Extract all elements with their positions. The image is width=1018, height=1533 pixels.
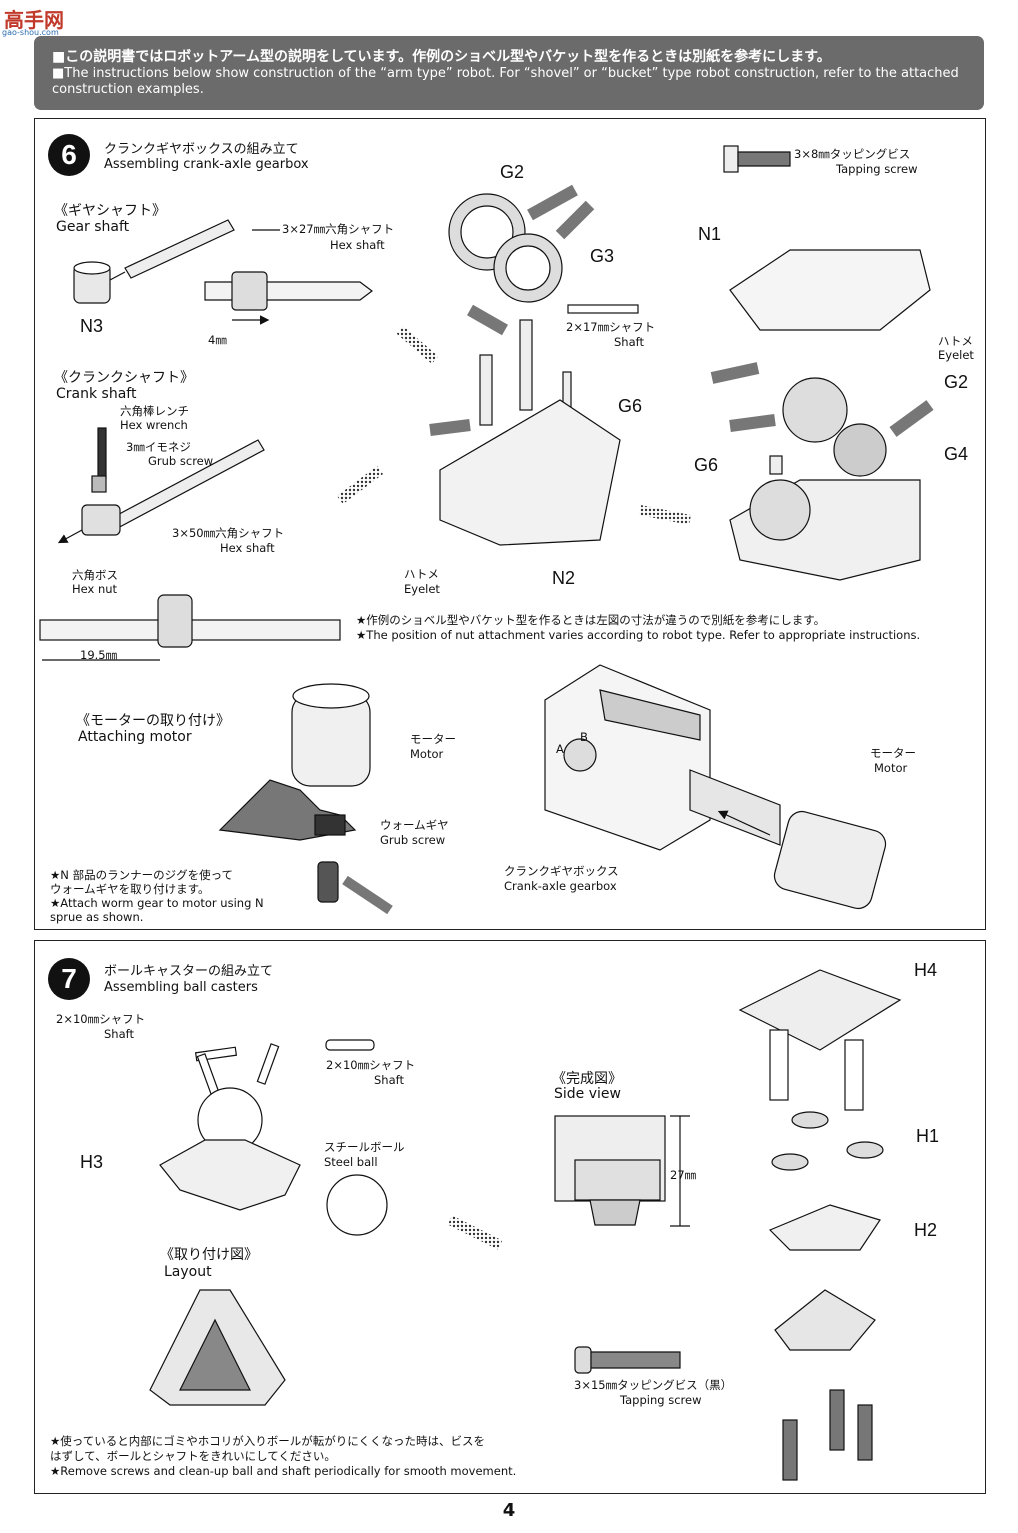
hex-nut-label-en: Hex nut [72, 582, 118, 596]
motor-note-line-2: ウォームギヤを取り付けます。 [50, 882, 210, 896]
crank-shaft-illustration [39, 427, 341, 661]
watermark-logo: 高手网 [4, 8, 64, 32]
crank-gearbox-label-jp: クランクギヤボックス [504, 864, 619, 878]
side-view-heading-jp: 《完成図》 [552, 1071, 622, 1087]
shaft-10-label-jp-right: 2×10㎜シャフト [326, 1058, 416, 1072]
grub-screw-label-jp: 3㎜イモネジ [126, 440, 191, 454]
part-g6-label-right: G6 [694, 455, 719, 475]
eyelet-label-en-center: Eyelet [404, 582, 440, 596]
maintenance-note-line-1: ★使っていると内部にゴミやホコリが入りボールが転がりにくくなった時は、ビスを [50, 1434, 486, 1448]
hex-shaft-50-label-en: Hex shaft [220, 541, 275, 555]
grub-screw-label-en: Grub screw [148, 454, 214, 468]
steel-ball-label-en: Steel ball [324, 1155, 378, 1169]
step-7-title-jp: ボールキャスターの組み立て [104, 964, 274, 979]
dim-4mm-label: 4㎜ [208, 333, 227, 347]
motor-note-line-3: ★Attach worm gear to motor using N [50, 896, 264, 910]
tapping-15-label-jp: 3×15㎜タッピングビス（黒） [574, 1378, 733, 1392]
part-h1-label: H1 [916, 1126, 940, 1146]
shaft-10-label-en-left: Shaft [104, 1027, 134, 1041]
part-g2-label: G2 [500, 162, 525, 182]
part-h2-label: H2 [914, 1220, 938, 1240]
motor-label-jp-right: モーター [870, 746, 916, 760]
hex-shaft-27-label-jp: 3×27㎜六角シャフト [282, 222, 395, 236]
part-g4-label: G4 [944, 444, 969, 464]
step-7-title-en: Assembling ball casters [104, 980, 258, 995]
gearbox-letter-b: B [580, 730, 588, 744]
side-view-heading-en: Side view [554, 1086, 621, 1102]
motor-note-line-4: sprue as shown. [50, 910, 144, 924]
gear-shaft-heading-en: Gear shaft [56, 219, 130, 235]
eyelet-label-jp-right: ハトメ [938, 334, 973, 348]
step-7-panel [34, 940, 986, 1494]
attach-motor-heading-en: Attaching motor [78, 729, 192, 745]
hex-nut-label-jp: 六角ボス [72, 568, 118, 582]
part-g6-label-center: G6 [618, 396, 643, 416]
gearbox-assembly-illustration [710, 145, 934, 581]
crank-gearbox-label-en: Crank-axle gearbox [504, 879, 617, 893]
shaft-17-label-en: Shaft [614, 335, 644, 349]
part-h4-label: H4 [914, 960, 938, 980]
dim-19-5-label: 19.5㎜ [80, 648, 118, 662]
part-n1-label: N1 [698, 224, 722, 244]
steel-ball-label-jp: スチールボール [324, 1140, 405, 1154]
gear-shaft-heading-jp: 《ギヤシャフト》 [54, 203, 166, 219]
gearbox-motor-illustration [544, 664, 887, 910]
motor-attach-illustration [218, 683, 393, 915]
worm-gear-label-jp: ウォームギヤ [380, 818, 449, 832]
page-number: 4 [502, 1500, 516, 1521]
attach-motor-heading-jp: 《モーターの取り付け》 [76, 713, 230, 729]
hex-shaft-50-label-jp: 3×50㎜六角シャフト [172, 526, 285, 540]
part-h3-label: H3 [80, 1152, 104, 1172]
gearbox-exploded-illustration [337, 184, 691, 546]
gear-shaft-illustration [73, 219, 373, 325]
layout-heading-jp: 《取り付け図》 [160, 1247, 258, 1263]
part-n2-label: N2 [552, 568, 576, 588]
layout-heading-en: Layout [164, 1264, 212, 1280]
motor-label-en-right: Motor [874, 761, 908, 775]
shaft-10-label-jp-left: 2×10㎜シャフト [56, 1012, 146, 1026]
step-6-title-jp: クランクギヤボックスの組み立て [104, 142, 299, 157]
step-6-number: 6 [48, 134, 90, 176]
nut-position-note-en: ★The position of nut attachment varies a… [356, 628, 921, 642]
tapping-8-label-en: Tapping screw [836, 162, 918, 176]
ball-caster-parts-illustration [149, 1039, 503, 1406]
gearbox-letter-a: A [556, 742, 564, 756]
side-view-illustration [554, 1115, 690, 1227]
banner-text-en: ■The instructions below show constructio… [52, 66, 959, 97]
eyelet-label-jp-center: ハトメ [404, 567, 439, 581]
hex-wrench-label-jp: 六角棒レンチ [120, 404, 189, 418]
ball-caster-assembly-illustration [574, 969, 902, 1481]
part-g3-label: G3 [590, 246, 615, 266]
watermark-url: gao-shou.com [2, 28, 59, 37]
nut-position-note-jp: ★作例のショベル型やバケット型を作るときは左図の寸法が違うので別紙を参考にします… [356, 613, 826, 627]
hex-shaft-27-label-en: Hex shaft [330, 238, 385, 252]
step-6-title-en: Assembling crank-axle gearbox [104, 157, 309, 172]
worm-gear-label-en: Grub screw [380, 833, 446, 847]
part-g2-label-right: G2 [944, 372, 969, 392]
motor-label-jp-left: モーター [410, 732, 456, 746]
step-7-number: 7 [48, 958, 90, 1000]
step-6-panel [34, 118, 986, 930]
maintenance-note-line-2: はずして、ボールとシャフトをきれいにしてください。 [50, 1449, 336, 1463]
part-n3-label: N3 [80, 316, 104, 336]
shaft-17-label-jp: 2×17㎜シャフト [566, 320, 656, 334]
crank-shaft-heading-en: Crank shaft [56, 386, 137, 402]
crank-shaft-heading-jp: 《クランクシャフト》 [54, 370, 194, 386]
shaft-10-label-en-right: Shaft [374, 1073, 404, 1087]
dim-27-label: 27㎜ [670, 1168, 697, 1182]
motor-note-line-1: ★N 部品のランナーのジグを使って [50, 868, 233, 882]
tapping-15-label-en: Tapping screw [620, 1393, 702, 1407]
banner-text-jp: ■この説明書ではロボットアーム型の説明をしています。作例のショベル型やバケット型… [52, 49, 831, 65]
hex-wrench-label-en: Hex wrench [120, 418, 188, 432]
maintenance-note-line-3: ★Remove screws and clean-up ball and sha… [50, 1464, 517, 1478]
motor-label-en-left: Motor [410, 747, 444, 761]
intro-banner: ■この説明書ではロボットアーム型の説明をしています。作例のショベル型やバケット型… [34, 36, 984, 110]
tapping-8-label-jp: 3×8㎜タッピングビス [794, 147, 911, 161]
eyelet-label-en-right: Eyelet [938, 348, 974, 362]
